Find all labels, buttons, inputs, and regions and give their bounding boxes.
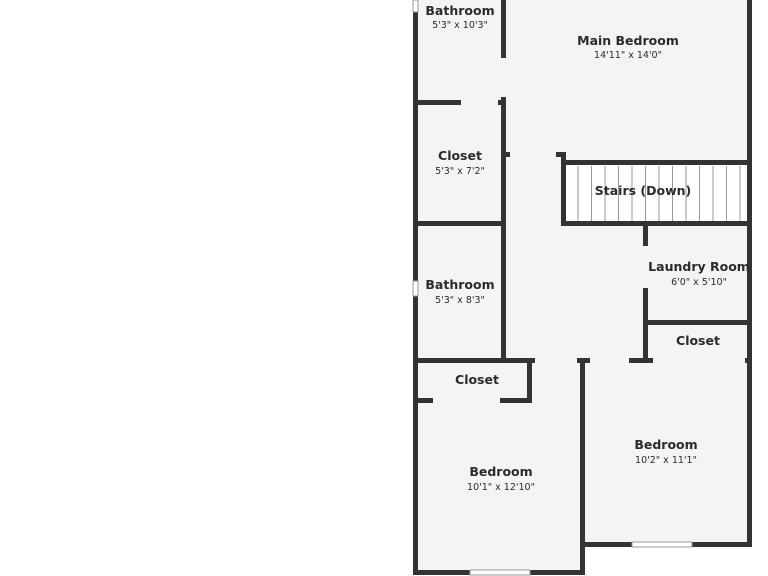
room-label-bedroom-left: Bedroom xyxy=(469,464,532,479)
room-label-bathroom-top: Bathroom xyxy=(425,3,494,18)
room-label-laundry: Laundry Room xyxy=(648,259,750,274)
room-dims-bathroom-middle: 5'3" x 8'3" xyxy=(435,295,485,306)
room-label-closet-left: Closet xyxy=(455,372,499,387)
wall-east xyxy=(747,0,752,547)
room-label-bedroom-right: Bedroom xyxy=(634,437,697,452)
room-dims-closet-upper: 5'3" x 7'2" xyxy=(435,166,485,177)
exterior-notch xyxy=(583,546,753,576)
window-south-left xyxy=(469,569,531,576)
windows xyxy=(412,0,693,576)
window-south-right xyxy=(631,541,693,548)
room-dims-bedroom-left: 10'1" x 12'10" xyxy=(467,482,535,493)
stairs xyxy=(565,165,748,223)
window-west-top xyxy=(412,0,419,13)
room-dims-bedroom-right: 10'2" x 11'1" xyxy=(635,455,697,466)
room-labels: Bathroom 5'3" x 10'3" Main Bedroom 14'11… xyxy=(425,3,749,493)
room-label-closet-upper: Closet xyxy=(438,148,482,163)
room-label-stairs: Stairs (Down) xyxy=(595,183,692,198)
room-dims-bathroom-top: 5'3" x 10'3" xyxy=(432,20,488,31)
window-west-bath xyxy=(412,280,419,297)
wall-step xyxy=(580,360,585,575)
room-dims-laundry: 6'0" x 5'10" xyxy=(671,277,727,288)
room-dims-main-bedroom: 14'11" x 14'0" xyxy=(594,50,662,61)
room-label-bathroom-middle: Bathroom xyxy=(425,277,494,292)
room-label-main-bedroom: Main Bedroom xyxy=(577,33,679,48)
room-label-closet-right: Closet xyxy=(676,333,720,348)
